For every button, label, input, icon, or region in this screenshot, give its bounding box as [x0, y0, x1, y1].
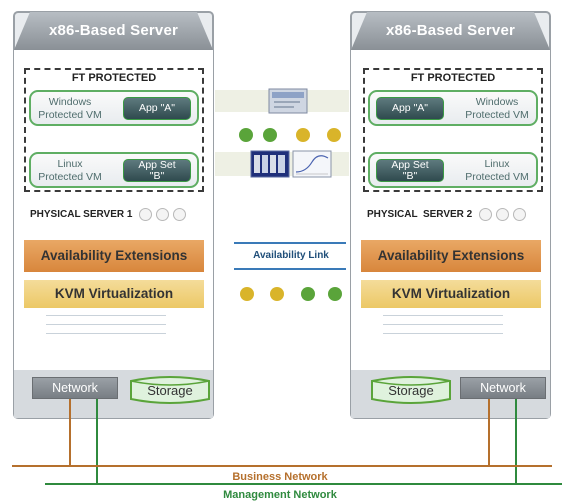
availability-link-line-bottom — [234, 268, 346, 270]
sync-dot — [270, 287, 284, 301]
storage-label: Storage — [147, 383, 193, 398]
server-right: x86-Based Server FT PROTECTED App "A" Wi… — [349, 8, 552, 420]
physical-server-label-right: PHYSICAL SERVER 2 — [367, 208, 527, 221]
network-button-left[interactable]: Network — [32, 377, 118, 399]
network-button-right[interactable]: Network — [460, 377, 546, 399]
windows-vm-left[interactable]: Windows Protected VM App "A" — [29, 90, 199, 126]
business-network-label: Business Network — [232, 471, 328, 483]
sync-dot — [240, 287, 254, 301]
storage-label: Storage — [388, 383, 434, 398]
app-a-screenshot-icon — [268, 88, 308, 114]
vm-label: Linux Protected VM — [38, 158, 102, 183]
sync-dot — [263, 128, 277, 142]
app-set-b-screenshot-icon — [250, 150, 290, 178]
server-left: x86-Based Server FT PROTECTED Windows Pr… — [12, 8, 215, 420]
app-set-b-graph-icon — [292, 150, 332, 178]
storage-icon — [371, 376, 451, 404]
app-a-right[interactable]: App "A" — [376, 97, 444, 120]
indicator-icon — [156, 208, 170, 221]
linux-vm-right[interactable]: App Set "B" Linux Protected VM — [368, 152, 538, 188]
availability-link-label: Availability Link — [253, 250, 329, 261]
storage-icon — [130, 376, 210, 404]
availability-extensions-left: Availability Extensions — [24, 240, 204, 272]
divider — [46, 324, 166, 325]
app-a-left[interactable]: App "A" — [123, 97, 191, 120]
vm-label: Windows Protected VM — [465, 96, 529, 121]
physical-server-label-left: PHYSICAL SERVER 1 — [30, 208, 187, 221]
server-left-title: x86-Based Server — [48, 22, 179, 39]
indicator-icon — [173, 208, 187, 221]
vm-label: Linux Protected VM — [465, 158, 529, 183]
storage-right[interactable]: Storage — [371, 375, 451, 405]
sync-dot — [328, 287, 342, 301]
physical-server-2-text: PHYSICAL SERVER 2 — [367, 209, 473, 221]
app-set-b-left[interactable]: App Set "B" — [123, 159, 191, 182]
divider — [383, 324, 503, 325]
linux-vm-left[interactable]: Linux Protected VM App Set "B" — [29, 152, 199, 188]
divider — [383, 315, 503, 316]
ft-protected-label: FT PROTECTED — [410, 72, 496, 84]
app-set-b-right[interactable]: App Set "B" — [376, 159, 444, 182]
divider — [383, 333, 503, 334]
ft-protected-box-right: FT PROTECTED App "A" Windows Protected V… — [363, 68, 543, 192]
ft-protected-box-left: FT PROTECTED Windows Protected VM App "A… — [24, 68, 204, 192]
availability-link-line-top — [234, 242, 346, 244]
indicator-icon — [139, 208, 153, 221]
server-right-title: x86-Based Server — [385, 22, 516, 39]
availability-extensions-right: Availability Extensions — [361, 240, 541, 272]
sync-dot — [327, 128, 341, 142]
indicator-icon — [496, 208, 510, 221]
kvm-virtualization-left: KVM Virtualization — [24, 280, 204, 308]
vm-label: Windows Protected VM — [38, 96, 102, 121]
sync-dot — [301, 287, 315, 301]
management-network-label: Management Network — [223, 489, 337, 501]
divider — [46, 315, 166, 316]
kvm-virtualization-right: KVM Virtualization — [361, 280, 541, 308]
storage-left[interactable]: Storage — [130, 375, 210, 405]
sync-dot — [239, 128, 253, 142]
indicator-icon — [479, 208, 493, 221]
divider — [46, 333, 166, 334]
windows-vm-right[interactable]: App "A" Windows Protected VM — [368, 90, 538, 126]
sync-dot — [296, 128, 310, 142]
ft-protected-label: FT PROTECTED — [71, 72, 157, 84]
physical-server-1-text: PHYSICAL SERVER 1 — [30, 209, 133, 221]
indicator-icon — [513, 208, 527, 221]
